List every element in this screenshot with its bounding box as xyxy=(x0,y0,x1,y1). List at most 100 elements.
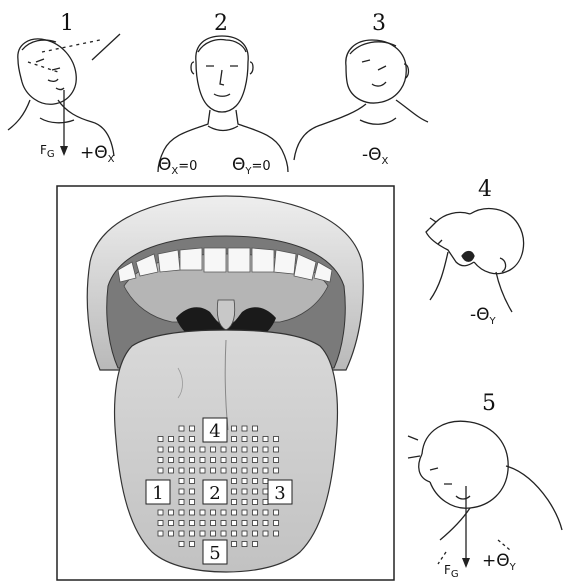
head-neutral: 2 ΘX=0 ΘY=0 xyxy=(158,11,288,177)
electrode xyxy=(242,426,247,431)
electrode xyxy=(232,510,237,515)
electrode xyxy=(221,447,226,452)
electrode xyxy=(190,542,195,547)
electrode xyxy=(211,510,216,515)
electrode xyxy=(263,521,268,526)
electrode xyxy=(221,510,226,515)
electrode xyxy=(169,510,174,515)
electrode xyxy=(221,458,226,463)
electrode xyxy=(232,542,237,547)
electrode xyxy=(253,426,258,431)
electrode xyxy=(200,531,205,536)
region-label-2: 2 xyxy=(209,483,220,504)
region-box-5: 5 xyxy=(203,540,227,564)
electrode xyxy=(242,542,247,547)
electrode xyxy=(242,510,247,515)
theta-x-zero-label: ΘX=0 xyxy=(158,155,197,177)
electrode xyxy=(190,468,195,473)
electrode xyxy=(242,489,247,494)
electrode xyxy=(221,531,226,536)
position-label-2: 2 xyxy=(214,11,228,36)
electrode xyxy=(179,521,184,526)
gravity-force-label-5: FG xyxy=(444,563,459,580)
electrode xyxy=(190,479,195,484)
electrode xyxy=(263,510,268,515)
electrode xyxy=(242,479,247,484)
electrode xyxy=(190,437,195,442)
electrode xyxy=(263,458,268,463)
electrode xyxy=(232,500,237,505)
electrode xyxy=(274,510,279,515)
electrode xyxy=(263,437,268,442)
region-label-4: 4 xyxy=(209,421,220,442)
region-box-3: 3 xyxy=(268,480,292,504)
electrode xyxy=(190,500,195,505)
electrode xyxy=(242,500,247,505)
electrode xyxy=(179,447,184,452)
theta-y-zero-label: ΘY=0 xyxy=(232,155,271,177)
electrode xyxy=(169,437,174,442)
gravity-force-label-1: FG xyxy=(40,143,55,160)
electrode xyxy=(274,437,279,442)
head-tilt-negative-x: 3 -ΘX xyxy=(294,11,428,167)
electrode xyxy=(274,521,279,526)
electrode xyxy=(253,437,258,442)
electrode xyxy=(158,447,163,452)
position-label-4: 4 xyxy=(478,177,492,202)
electrode xyxy=(263,489,268,494)
electrode xyxy=(242,447,247,452)
electrode xyxy=(274,447,279,452)
electrode xyxy=(232,437,237,442)
electrode xyxy=(179,479,184,484)
electrode xyxy=(179,542,184,547)
electrode xyxy=(200,510,205,515)
electrode xyxy=(274,468,279,473)
electrode xyxy=(253,447,258,452)
electrode xyxy=(263,447,268,452)
electrode xyxy=(253,500,258,505)
electrode xyxy=(232,479,237,484)
electrode xyxy=(169,521,174,526)
electrode xyxy=(232,521,237,526)
electrode xyxy=(158,458,163,463)
electrode xyxy=(179,510,184,515)
electrode xyxy=(242,531,247,536)
electrode xyxy=(190,447,195,452)
electrode xyxy=(190,510,195,515)
electrode xyxy=(263,468,268,473)
region-label-5: 5 xyxy=(209,543,220,564)
electrode xyxy=(211,468,216,473)
electrode xyxy=(169,468,174,473)
electrode xyxy=(242,458,247,463)
electrode xyxy=(179,426,184,431)
tongue-panel: 4 1 2 3 5 xyxy=(57,186,394,580)
electrode xyxy=(190,531,195,536)
theta-plus-y-label: +ΘY xyxy=(482,551,517,573)
region-box-1: 1 xyxy=(146,480,170,504)
electrode xyxy=(169,447,174,452)
electrode xyxy=(232,458,237,463)
electrode xyxy=(190,458,195,463)
electrode xyxy=(158,510,163,515)
electrode xyxy=(200,458,205,463)
electrode xyxy=(253,542,258,547)
electrode xyxy=(242,468,247,473)
region-box-4: 4 xyxy=(203,418,227,442)
electrode xyxy=(253,489,258,494)
electrode xyxy=(200,447,205,452)
electrode xyxy=(190,521,195,526)
electrode xyxy=(263,479,268,484)
electrode xyxy=(179,489,184,494)
electrode xyxy=(158,437,163,442)
electrode xyxy=(263,500,268,505)
theta-minus-x-label: -ΘX xyxy=(362,145,389,167)
head-tilt-back: 4 -ΘY xyxy=(426,177,524,327)
electrode xyxy=(190,489,195,494)
electrode xyxy=(232,489,237,494)
electrode xyxy=(274,531,279,536)
electrode xyxy=(274,458,279,463)
position-label-5: 5 xyxy=(482,391,496,416)
region-box-2: 2 xyxy=(203,480,227,504)
electrode xyxy=(158,468,163,473)
electrode xyxy=(211,447,216,452)
